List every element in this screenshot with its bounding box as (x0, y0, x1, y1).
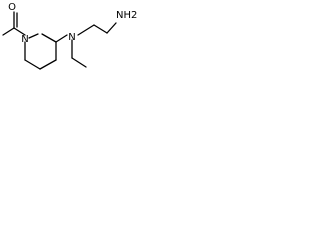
ring-bond-c3-c4 (39, 59, 57, 70)
ring-bond-c2-c3 (24, 59, 41, 70)
ring-bond-c6-n1 (28, 33, 39, 39)
acetyl-group (2, 11, 26, 36)
chain-bond-ch2-ch2 (93, 24, 108, 34)
aminoethyl-chain (77, 22, 117, 36)
carbonyl-oxygen-label: O (8, 2, 16, 13)
chain-bond-n-ch2 (77, 24, 95, 36)
terminal-amine-label: NH2 (116, 10, 137, 21)
ring-bond-c5-c6 (41, 33, 57, 43)
chemical-structure-diagram: O N N NH2 (2, 2, 137, 70)
chain-bond-ch2-nh2 (106, 22, 117, 34)
acetyl-bond-n-c (13, 27, 26, 36)
amine-nitrogen-label: N (68, 32, 75, 43)
piperidine-ring (24, 33, 57, 70)
ethyl-group (71, 39, 87, 68)
acetyl-bond-c-methyl (2, 27, 15, 36)
ring-nitrogen-label: N (21, 34, 28, 45)
ethyl-bond-ch2-ch3 (71, 57, 87, 68)
bond-ring-to-amine-n (55, 34, 68, 43)
